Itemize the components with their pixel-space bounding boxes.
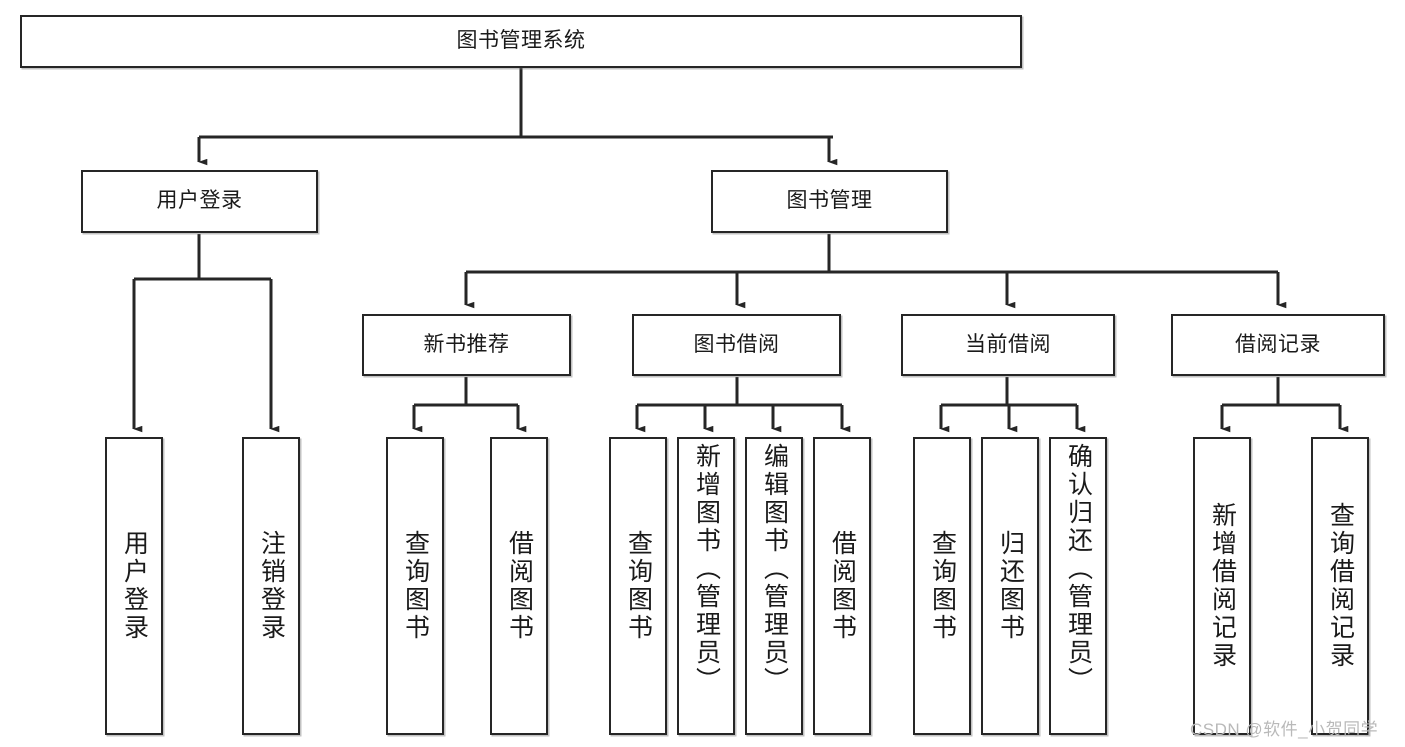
node-leaf-user-login[interactable]: 用户登录 [105,437,163,735]
node-current-borrow[interactable]: 当前借阅 [901,314,1115,376]
node-root-label: 图书管理系统 [456,29,586,53]
node-leaf-add-book-label: 新增图书（管理员） [692,443,721,695]
node-leaf-add-record-label: 新增借阅记录 [1208,502,1237,670]
node-leaf-borrow-book-1-label: 借阅图书 [505,530,534,642]
node-new-book-recommend-label: 新书推荐 [423,332,510,356]
node-book-manage-label: 图书管理 [786,189,873,213]
node-leaf-confirm-return[interactable]: 确认归还（管理员） [1049,437,1107,735]
node-borrow-record-label: 借阅记录 [1235,332,1321,356]
node-leaf-query-book-3[interactable]: 查询图书 [913,437,971,735]
node-leaf-borrow-book-2[interactable]: 借阅图书 [813,437,871,735]
node-leaf-query-record-label: 查询借阅记录 [1326,502,1355,670]
node-leaf-borrow-book-2-label: 借阅图书 [828,530,857,642]
node-borrow-record[interactable]: 借阅记录 [1171,314,1385,376]
node-current-borrow-label: 当前借阅 [965,332,1051,356]
node-root[interactable]: 图书管理系统 [20,15,1022,68]
node-leaf-query-book-3-label: 查询图书 [928,530,957,642]
node-leaf-edit-book[interactable]: 编辑图书（管理员） [745,437,803,735]
node-new-book-recommend[interactable]: 新书推荐 [362,314,571,376]
node-leaf-return-book[interactable]: 归还图书 [981,437,1039,735]
node-leaf-add-record[interactable]: 新增借阅记录 [1193,437,1251,735]
node-book-borrow[interactable]: 图书借阅 [632,314,841,376]
node-book-manage[interactable]: 图书管理 [711,170,948,233]
node-user-login[interactable]: 用户登录 [81,170,318,233]
node-leaf-query-book-1-label: 查询图书 [401,530,430,642]
node-leaf-borrow-book-1[interactable]: 借阅图书 [490,437,548,735]
node-leaf-query-book-1[interactable]: 查询图书 [386,437,444,735]
node-leaf-edit-book-label: 编辑图书（管理员） [760,443,789,695]
node-leaf-query-book-2-label: 查询图书 [624,530,653,642]
node-leaf-query-record[interactable]: 查询借阅记录 [1311,437,1369,735]
node-leaf-user-login-label: 用户登录 [120,530,149,642]
node-leaf-query-book-2[interactable]: 查询图书 [609,437,667,735]
node-leaf-logout-label: 注销登录 [257,530,286,642]
node-user-login-label: 用户登录 [156,189,243,213]
node-leaf-add-book[interactable]: 新增图书（管理员） [677,437,735,735]
node-leaf-confirm-return-label: 确认归还（管理员） [1064,443,1093,695]
node-book-borrow-label: 图书借阅 [693,332,780,356]
node-leaf-logout[interactable]: 注销登录 [242,437,300,735]
node-leaf-return-book-label: 归还图书 [996,530,1025,642]
